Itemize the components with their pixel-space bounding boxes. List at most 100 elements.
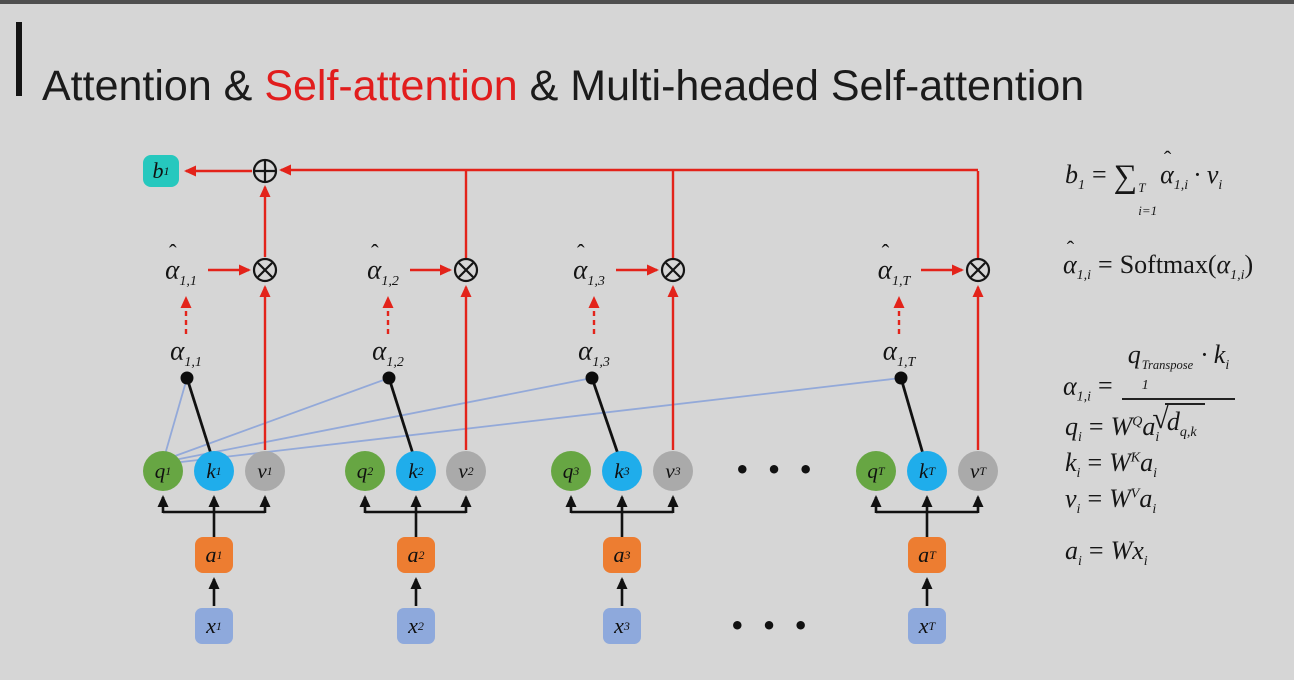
alpha-subscript: 1,T xyxy=(896,354,916,370)
q-label: q xyxy=(867,458,878,483)
a-label: a xyxy=(613,542,625,567)
formula-v-projection: vi=WVai xyxy=(1065,484,1156,518)
weight-superscript-V: V xyxy=(1130,486,1140,502)
sigma-sum-symbol: ∑ xyxy=(1113,159,1138,195)
x-label: x xyxy=(918,613,929,638)
alpha-glyph: α xyxy=(372,335,387,366)
equals-sign: = xyxy=(1088,412,1104,441)
alpha-glyph: α xyxy=(1216,250,1231,279)
a-symbol: a xyxy=(1140,448,1154,477)
a-label: a xyxy=(407,542,419,567)
q-subscript: 1 xyxy=(1141,378,1149,393)
q-symbol: q xyxy=(1065,412,1078,441)
q-label: q xyxy=(562,458,574,483)
x-label: x xyxy=(206,613,216,638)
multiply-circle-icon xyxy=(453,257,479,283)
k-subscript: i xyxy=(1076,466,1081,482)
a-symbol: a xyxy=(1065,536,1078,565)
alpha-glyph: α xyxy=(877,254,892,285)
equals-sign: = xyxy=(1087,448,1103,477)
softmax-function-name: Softmax xyxy=(1119,250,1208,279)
transpose-superscript: Transpose xyxy=(1141,358,1194,372)
b-symbol: b xyxy=(1065,160,1078,189)
alpha-glyph: α xyxy=(165,254,180,285)
title-accent-bar xyxy=(16,22,22,96)
alpha-subscript: 1,i xyxy=(1230,268,1245,284)
v-label: v xyxy=(458,458,468,483)
top-edge-strip xyxy=(0,0,1294,4)
weight-matrix-symbol: W xyxy=(1109,448,1131,477)
alpha-glyph: α xyxy=(170,335,185,366)
k-subscript: i xyxy=(1225,358,1230,374)
hat-accent: ˆ xyxy=(371,240,379,266)
sum-lower-limit: i=1 xyxy=(1138,203,1158,218)
score-dots xyxy=(180,371,908,385)
d-subscript: q,k xyxy=(1179,425,1197,441)
title-part-2-highlight: Self-attention xyxy=(264,61,518,110)
alpha-hat-subscript: 1,T xyxy=(891,273,911,289)
v-label: v xyxy=(257,458,267,483)
a-subscript: i xyxy=(1153,466,1158,482)
alpha-hat-subscript: 1,i xyxy=(1076,268,1092,284)
weight-matrix-symbol: W xyxy=(1110,536,1133,565)
a-label: a xyxy=(205,542,217,567)
q-label: q xyxy=(356,458,368,483)
b-subscript: 1 xyxy=(1078,178,1085,194)
dot-operator: · xyxy=(1200,340,1209,369)
weight-superscript-Q: Q xyxy=(1132,414,1143,430)
formula-k-projection: ki=WKai xyxy=(1065,448,1158,482)
d-symbol: d xyxy=(1166,407,1180,436)
multiply-circle-icon xyxy=(252,257,278,283)
alpha-label-2: α1,2 xyxy=(372,335,404,370)
k-label: k xyxy=(408,458,418,483)
hat-accent: ˆ xyxy=(1163,146,1172,172)
q-symbol: q xyxy=(1127,340,1141,369)
sum-upper-limit: T xyxy=(1138,180,1146,195)
formula-a-embedding: ai=Wxi xyxy=(1065,536,1148,569)
q-subscript: i xyxy=(1078,430,1082,446)
multiply-circle-icons xyxy=(252,257,991,283)
sqrt-radical: √ xyxy=(1152,402,1169,435)
v-subscript: i xyxy=(1076,502,1081,518)
plus-circle-icon xyxy=(252,158,278,184)
dot-to-key-lines xyxy=(185,377,925,455)
alpha-glyph: α xyxy=(882,335,897,366)
weight-matrix-symbol: W xyxy=(1109,484,1131,513)
formula-q-projection: qi=WQai xyxy=(1065,412,1159,446)
x-symbol: x xyxy=(1132,536,1144,565)
k-symbol: k xyxy=(1213,340,1226,369)
alpha-subscript: 1,2 xyxy=(386,354,404,370)
multiply-circle-icon xyxy=(965,257,991,283)
a-label: a xyxy=(918,542,930,567)
ellipsis-qkv-row: • • • xyxy=(734,456,818,484)
alpha-hat-subscript: 1,2 xyxy=(381,273,399,289)
a-symbol: a xyxy=(1139,484,1153,513)
v-symbol: v xyxy=(1065,484,1077,513)
alpha-glyph: α xyxy=(573,254,588,285)
attention-lines-from-q1 xyxy=(163,377,902,465)
equals-sign: = xyxy=(1092,160,1107,189)
ellipsis-x-row: • • • xyxy=(729,612,813,640)
